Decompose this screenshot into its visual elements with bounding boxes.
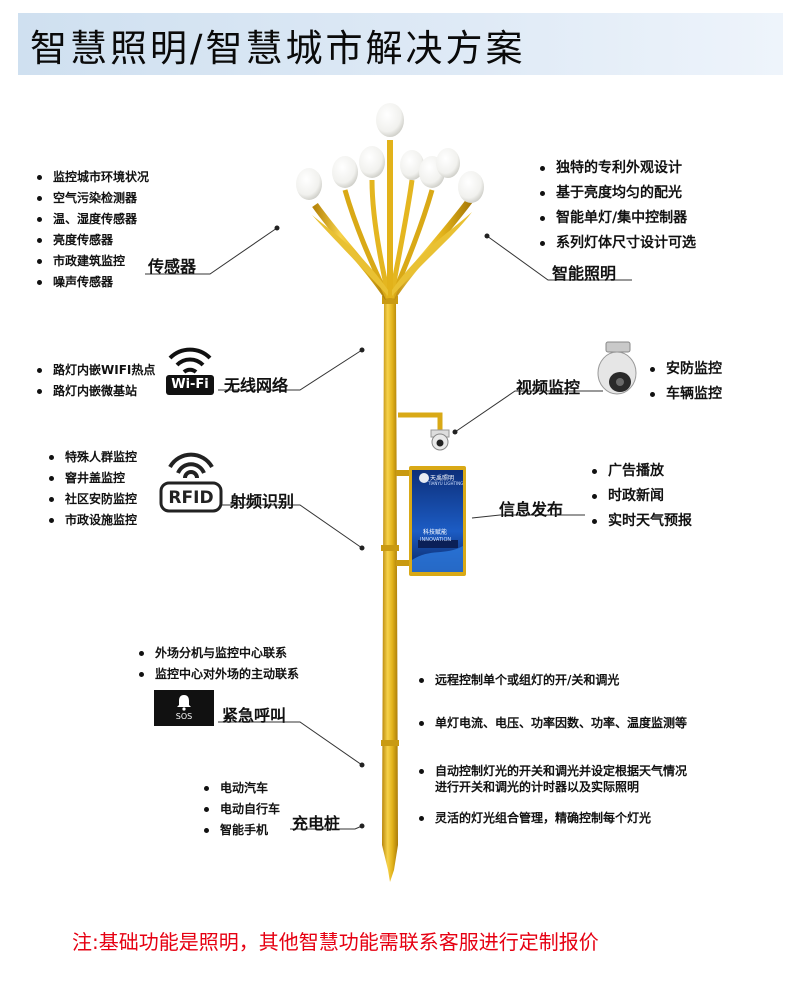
screen-sub: INNOVATION xyxy=(420,537,452,543)
list-item: 单灯电流、电压、功率因数、功率、温度监测等 xyxy=(417,713,687,734)
list-item: 社区安防监控 xyxy=(47,489,137,510)
video-label: 视频监控 xyxy=(516,378,581,397)
list-item: 灵活的灯光组合管理，精确控制每个灯光 xyxy=(417,808,651,829)
page-title: 智慧照明/智慧城市解决方案 xyxy=(30,27,526,70)
info-list: 广告播放 时政新闻 实时天气预报 xyxy=(590,459,692,534)
list-item: 监控中心对外场的主动联系 xyxy=(137,664,299,685)
list-item: 路灯内嵌WIFI热点 xyxy=(35,360,155,381)
screen-tag: 科技赋能 xyxy=(423,529,448,536)
screen-brand: 天禹照明 xyxy=(430,475,455,482)
list-item: 基于亮度均匀的配光 xyxy=(538,181,696,206)
video-list: 安防监控 车辆监控 xyxy=(648,357,722,407)
list-item: 系列灯体尺寸设计可选 xyxy=(538,231,696,256)
pole-camera-icon xyxy=(430,429,450,451)
list-item: 智能手机 xyxy=(202,820,280,841)
list-item: 自动控制灯光的开关和调光并设定根据天气情况 xyxy=(417,761,687,782)
list-item: 时政新闻 xyxy=(590,484,692,509)
control-list-4: 灵活的灯光组合管理，精确控制每个灯光 xyxy=(417,808,651,829)
list-item: 市政设施监控 xyxy=(47,510,137,531)
control-list-3: 自动控制灯光的开关和调光并设定根据天气情况 xyxy=(417,761,687,782)
list-item: 电动自行车 xyxy=(202,799,280,820)
smart-lighting-list: 独特的专利外观设计 基于亮度均匀的配光 智能单灯/集中控制器 系列灯体尺寸设计可… xyxy=(538,156,696,256)
list-item: 车辆监控 xyxy=(648,382,722,407)
lamp-bulb-icon xyxy=(296,103,484,203)
list-item: 安防监控 xyxy=(648,357,722,382)
info-label: 信息发布 xyxy=(499,500,564,519)
list-item: 广告播放 xyxy=(590,459,692,484)
list-item: 智能单灯/集中控制器 xyxy=(538,206,696,231)
list-item: 空气污染检测器 xyxy=(35,188,149,209)
header-banner xyxy=(18,13,783,75)
connector-lines xyxy=(145,227,632,830)
list-item: 噪声传感器 xyxy=(35,272,149,293)
list-item: 路灯内嵌微基站 xyxy=(35,381,155,402)
list-item: 外场分机与监控中心联系 xyxy=(137,643,299,664)
emergency-list: 外场分机与监控中心联系 监控中心对外场的主动联系 xyxy=(137,643,299,685)
sos-bell-icon: SOS xyxy=(154,690,214,726)
list-item: 实时天气预报 xyxy=(590,509,692,534)
lamp-pole xyxy=(312,140,473,882)
rfid-list: 特殊人群监控 窨井盖监控 社区安防监控 市政设施监控 xyxy=(47,447,137,531)
dome-camera-icon xyxy=(597,341,637,395)
control-item3-cont: 进行开关和调光的计时器以及实际照明 xyxy=(435,780,640,794)
footer-note: 注:基础功能是照明，其他智慧功能需联系客服进行定制报价 xyxy=(72,930,599,954)
list-item: 远程控制单个或组灯的开/关和调光 xyxy=(417,670,619,691)
sensor-label: 传感器 xyxy=(148,257,197,276)
sensor-list: 监控城市环境状况 空气污染检测器 温、湿度传感器 亮度传感器 市政建筑监控 噪声… xyxy=(35,167,149,293)
control-list-2: 单灯电流、电压、功率因数、功率、温度监测等 xyxy=(417,713,687,734)
smart-lighting-label: 智能照明 xyxy=(552,264,617,283)
list-item: 特殊人群监控 xyxy=(47,447,137,468)
emergency-label: 紧急呼叫 xyxy=(222,706,287,725)
wifi-icon: Wi-Fi xyxy=(164,336,216,396)
list-item: 独特的专利外观设计 xyxy=(538,156,696,181)
list-item: 电动汽车 xyxy=(202,778,280,799)
list-item: 温、湿度传感器 xyxy=(35,209,149,230)
control-list: 远程控制单个或组灯的开/关和调光 xyxy=(417,670,619,691)
list-item: 窨井盖监控 xyxy=(47,468,137,489)
list-item: 亮度传感器 xyxy=(35,230,149,251)
screen-brand-sub: TIANYU LIGHTING xyxy=(428,481,464,486)
info-screen xyxy=(409,466,466,576)
charging-label: 充电桩 xyxy=(292,814,341,833)
rfid-icon: RFID xyxy=(158,445,224,515)
list-item: 监控城市环境状况 xyxy=(35,167,149,188)
list-item: 市政建筑监控 xyxy=(35,251,149,272)
rfid-label: 射频识别 xyxy=(230,492,295,511)
wireless-label: 无线网络 xyxy=(224,376,289,395)
wireless-list: 路灯内嵌WIFI热点 路灯内嵌微基站 xyxy=(35,360,155,402)
charging-list: 电动汽车 电动自行车 智能手机 xyxy=(202,778,280,841)
connector-dots xyxy=(274,225,490,829)
